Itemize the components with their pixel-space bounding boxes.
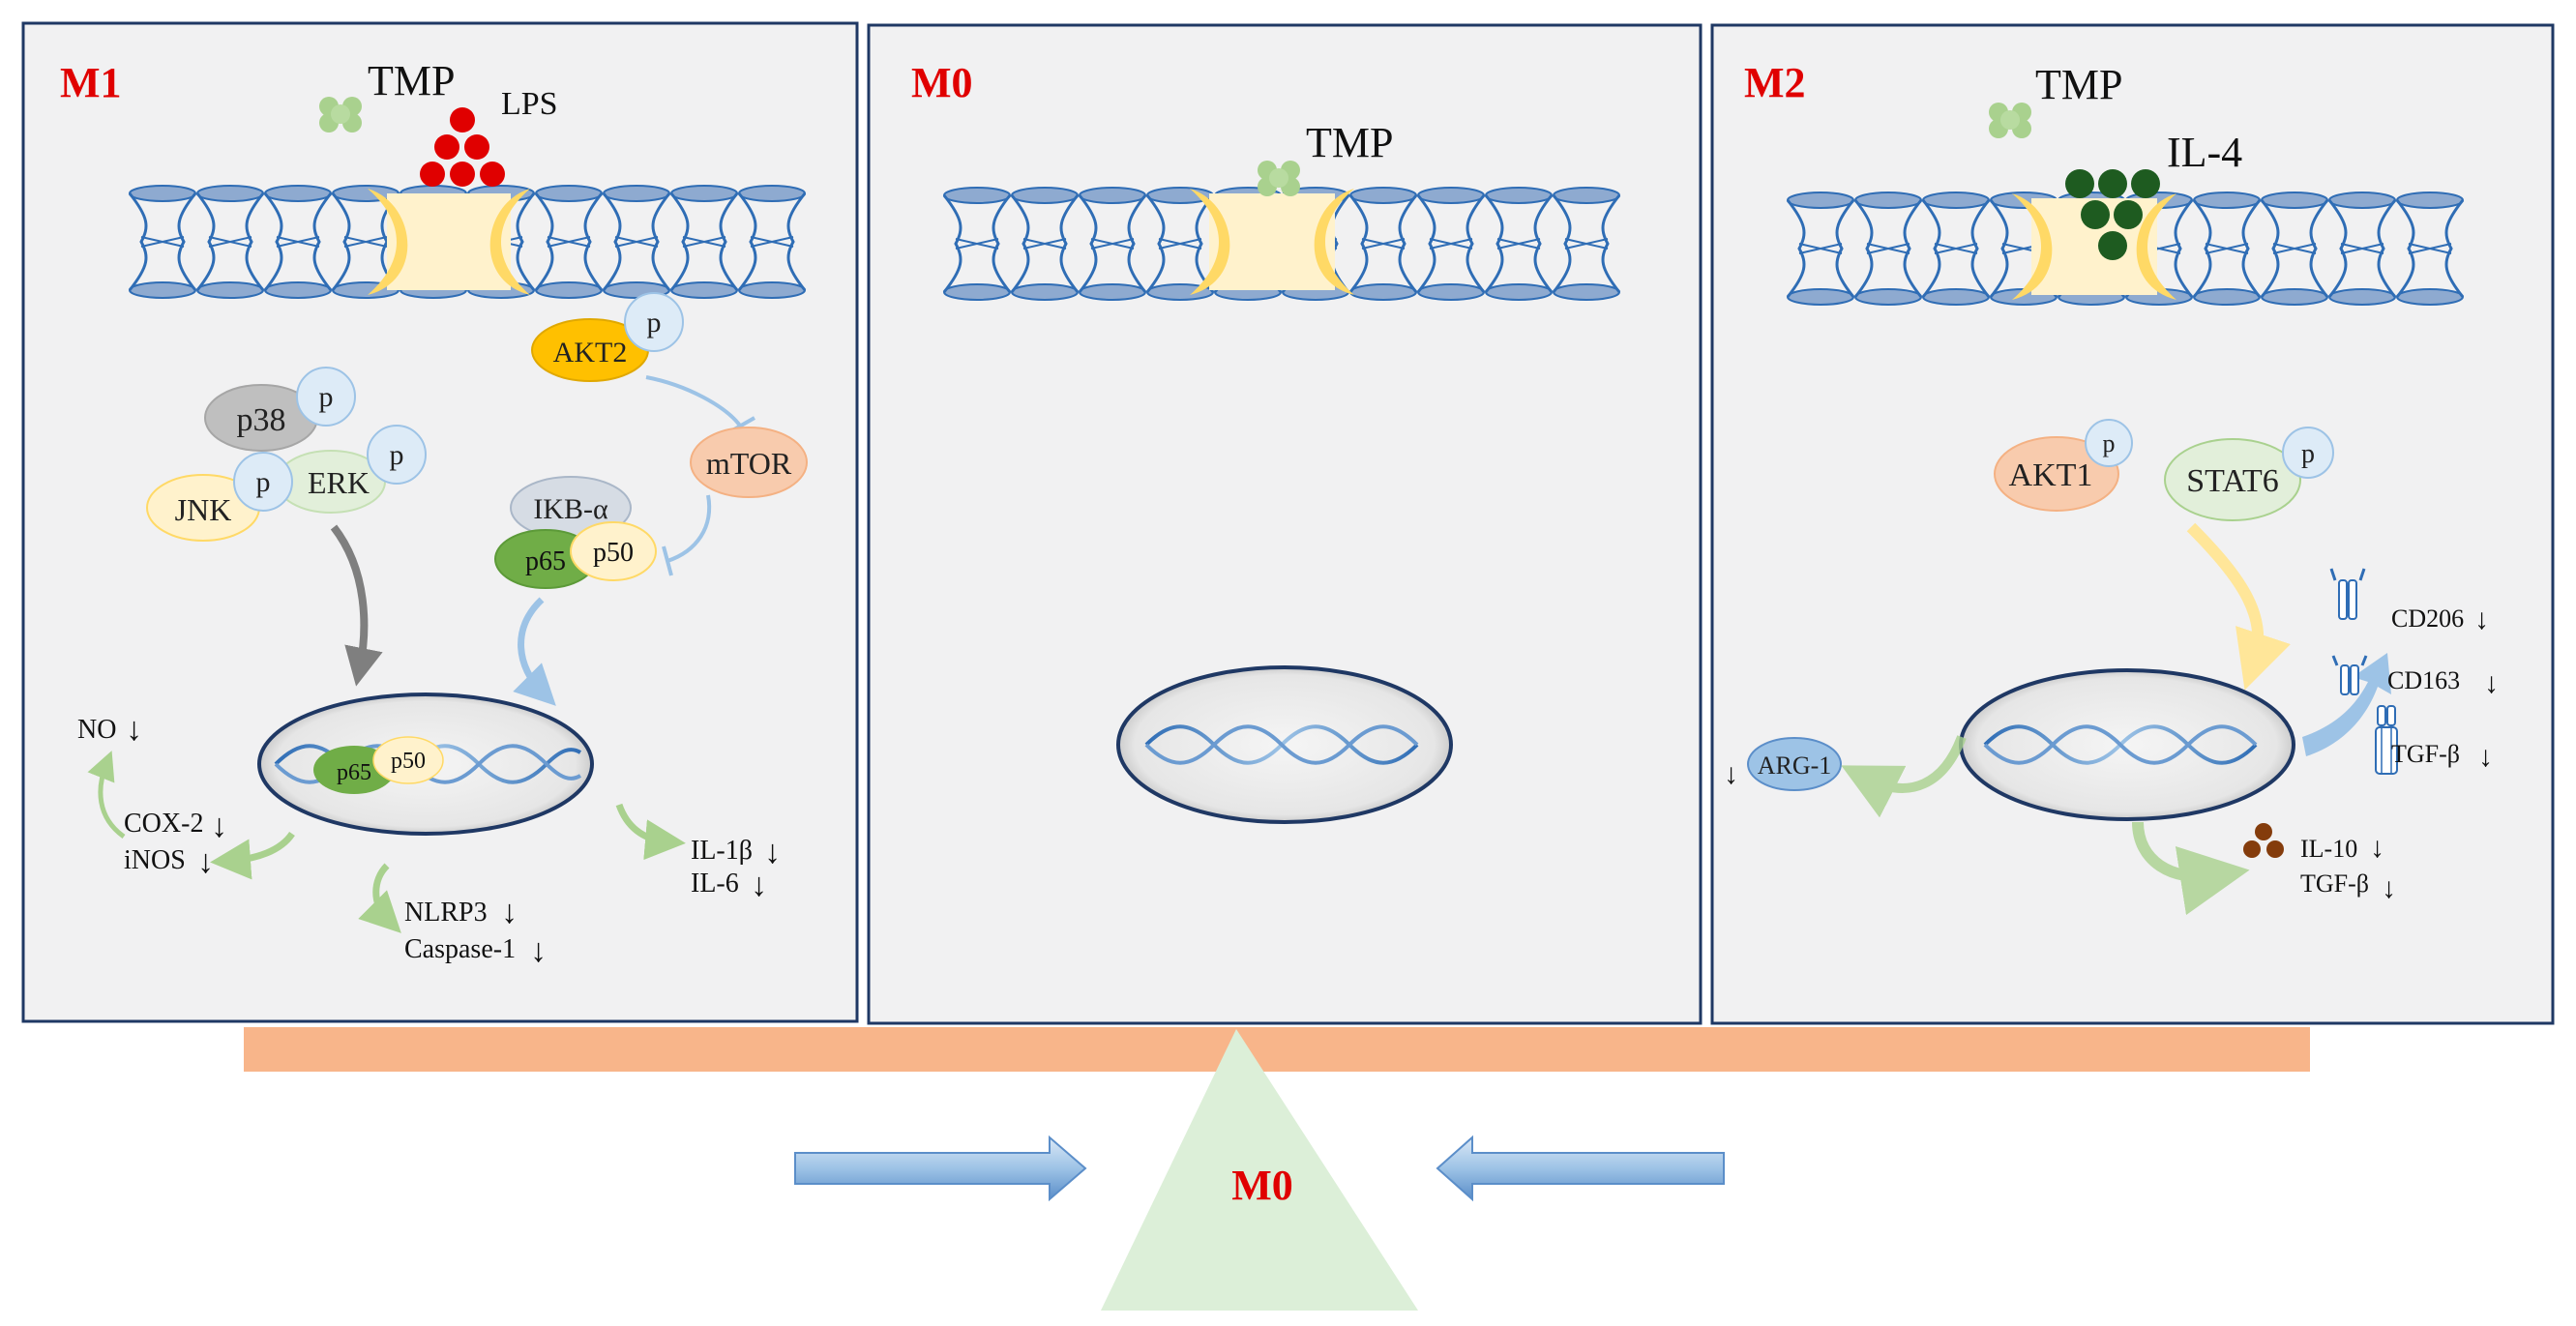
m1-no-down: ↓ <box>126 712 142 748</box>
m1-mapk-nucleus-arrow <box>330 524 383 687</box>
m2-cd206-receptor-icon <box>2329 568 2366 620</box>
m1-p50-node <box>570 521 657 581</box>
m1-nlrp3-down: ↓ <box>501 895 518 930</box>
m1-il1b-arrow <box>615 803 686 861</box>
m2-cd206-label: CD206 <box>2391 604 2464 633</box>
m1-cox2-label: COX-2 <box>124 809 203 839</box>
m2-il4-label: IL-4 <box>2167 129 2242 176</box>
m1-p38-phospho <box>296 367 356 427</box>
m1-mtor-label: mTOR <box>706 446 792 481</box>
m2-tgfb-label: TGF-β <box>2300 869 2369 898</box>
m1-p50-label: p50 <box>593 538 634 568</box>
m2-akt1-phospho-label: p <box>2103 429 2116 457</box>
m1-p38-phospho-label: p <box>319 381 334 413</box>
m1-caspase1-label: Caspase-1 <box>404 934 516 964</box>
m2-akt1-label: AKT1 <box>2009 457 2093 493</box>
m1-nucleus-p65-label: p65 <box>337 760 371 785</box>
m2-akt1-node <box>1994 436 2119 512</box>
m1-lps-cluster <box>420 107 505 187</box>
m1-nucleus-p50-label: p50 <box>391 749 426 774</box>
m1-cox2-down: ↓ <box>211 809 227 844</box>
m2-il10-label: IL-10 <box>2300 835 2357 863</box>
m1-nfkb-nucleus-arrow <box>513 597 556 706</box>
m2-cd163-receptor-icon <box>2331 655 2368 695</box>
m1-akt2-label: AKT2 <box>553 337 628 368</box>
balance-left-arrow <box>794 1134 1087 1202</box>
m2-stat6-label: STAT6 <box>2186 463 2279 499</box>
m2-tgfb-receptor-label: TGF-β <box>2391 740 2460 768</box>
m2-tgfb-receptor-icon <box>2375 705 2398 775</box>
m1-mtor-nfkb-inhibition <box>666 494 712 563</box>
m1-akt2-mtor-inhibition <box>645 375 742 427</box>
m1-no-arrow <box>87 751 126 840</box>
m1-erk-phospho-label: p <box>390 439 404 471</box>
m1-il6-down: ↓ <box>751 868 767 903</box>
m1-p38-label: p38 <box>237 402 286 438</box>
m1-inos-down: ↓ <box>197 844 214 880</box>
panel-m1-title: M1 <box>60 59 122 106</box>
m2-arg1-node <box>1747 737 1842 791</box>
panel-m2-title: M2 <box>1744 59 1806 106</box>
m1-receptor-channel <box>368 189 530 295</box>
m1-tmp-label: TMP <box>368 57 455 104</box>
panel-m2 <box>1710 23 2555 1025</box>
balance-beam <box>244 1027 2310 1072</box>
m1-il1b-down: ↓ <box>764 835 781 870</box>
m1-no-label: NO <box>77 715 116 745</box>
m2-tgfb-receptor-down: ↓ <box>2478 741 2493 773</box>
m1-jnk-label: JNK <box>175 492 232 527</box>
m1-mtor-node <box>690 427 808 498</box>
m2-stat6-node <box>2164 438 2301 521</box>
m2-cd206-down: ↓ <box>2474 604 2489 635</box>
m2-receptor-output-arrow <box>2302 653 2391 756</box>
m1-nlrp3-label: NLRP3 <box>404 898 488 928</box>
m1-akt2-phospho <box>624 292 684 352</box>
m2-arg1-arrow <box>1841 735 1967 818</box>
m1-jnk-phospho-label: p <box>256 466 271 498</box>
m1-erk-phospho <box>367 425 427 485</box>
balance-fulcrum <box>1101 1029 1418 1311</box>
m2-stat6-phospho <box>2282 427 2334 479</box>
m1-lps-label: LPS <box>501 86 558 122</box>
m1-il1b-label: IL-1β <box>691 836 753 866</box>
m2-nucleus <box>1959 668 2295 821</box>
m0-receptor-channel <box>1190 189 1354 295</box>
m1-erk-label: ERK <box>308 465 370 500</box>
m2-cd163-down: ↓ <box>2484 667 2499 699</box>
balance-fulcrum-label: M0 <box>1231 1162 1293 1209</box>
m2-stat6-phospho-label: p <box>2301 439 2315 469</box>
balance-right-arrow <box>1436 1134 1725 1202</box>
m1-jnk-phospho <box>233 452 293 512</box>
m2-arg1-label: ARG-1 <box>1758 751 1832 780</box>
m1-ikb-label: IKB-α <box>533 493 608 525</box>
m2-cd163-label: CD163 <box>2387 666 2460 694</box>
m2-il4-cluster <box>2065 169 2160 260</box>
m1-p65-label: p65 <box>525 546 566 576</box>
m1-nucleus <box>257 692 594 836</box>
m1-il6-label: IL-6 <box>691 869 739 899</box>
m2-tgfb-down: ↓ <box>2382 872 2396 904</box>
m0-nucleus <box>1116 665 1453 824</box>
m2-il10-arrow <box>2132 821 2250 916</box>
m2-tmp-label: TMP <box>2035 61 2122 108</box>
m1-inos-label: iNOS <box>124 845 186 875</box>
m2-stat6-nucleus-arrow <box>2186 522 2291 691</box>
m1-nlrp3-arrow <box>358 863 401 933</box>
m1-akt2-phospho-label: p <box>647 307 662 339</box>
m2-il10-down: ↓ <box>2370 832 2384 864</box>
m1-caspase1-down: ↓ <box>530 933 547 969</box>
m0-tmp-label: TMP <box>1306 119 1393 166</box>
m2-akt1-phospho <box>2085 419 2133 467</box>
panel-m0-title: M0 <box>911 59 973 106</box>
m2-cytokine-cluster <box>2243 823 2284 858</box>
m1-cox2-arrow <box>210 831 295 880</box>
m2-arg1-down: ↓ <box>1724 758 1738 790</box>
